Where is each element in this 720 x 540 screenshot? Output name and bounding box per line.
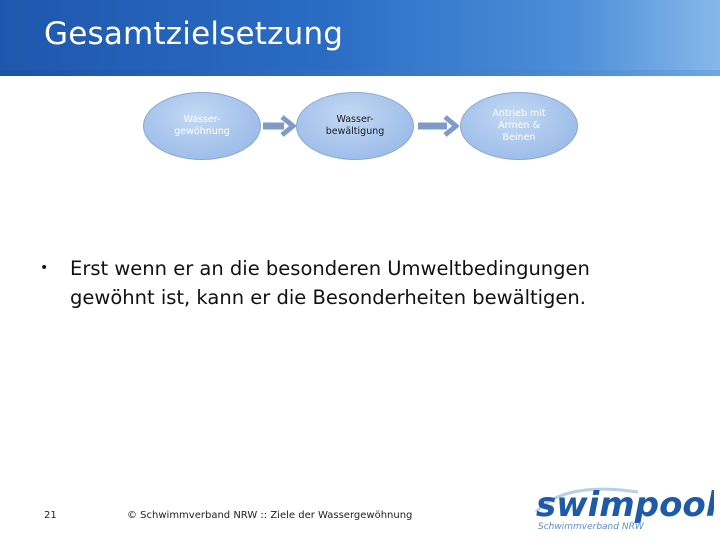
title-bar: Gesamtzielsetzung (0, 0, 720, 76)
page-number: 21 (44, 510, 57, 521)
diagram-node-wasserbewaeltigung: Wasser- bewältigung (296, 92, 414, 160)
swimpool-logo: swimpool Schwimmverband NRW (534, 485, 714, 532)
bullet-text: Erst wenn er an die besonderen Umweltbed… (70, 257, 590, 309)
logo-subtitle: Schwimmverband NRW (538, 522, 645, 532)
arrow-right-icon (263, 115, 296, 137)
diagram-node-antrieb: Antrieb mit Armen & Beinen (460, 92, 578, 160)
bullet-marker: • (40, 260, 49, 276)
arrow-right-icon (418, 115, 459, 137)
logo-wordmark: swimpool (536, 485, 714, 525)
footer-text: © Schwimmverband NRW :: Ziele der Wasser… (127, 510, 413, 521)
bullet-item: • Erst wenn er an die besonderen Umweltb… (40, 254, 680, 312)
slide-title: Gesamtzielsetzung (44, 16, 344, 52)
diagram-node-wassergewoehnung: Wasser- gewöhnung (143, 92, 261, 160)
